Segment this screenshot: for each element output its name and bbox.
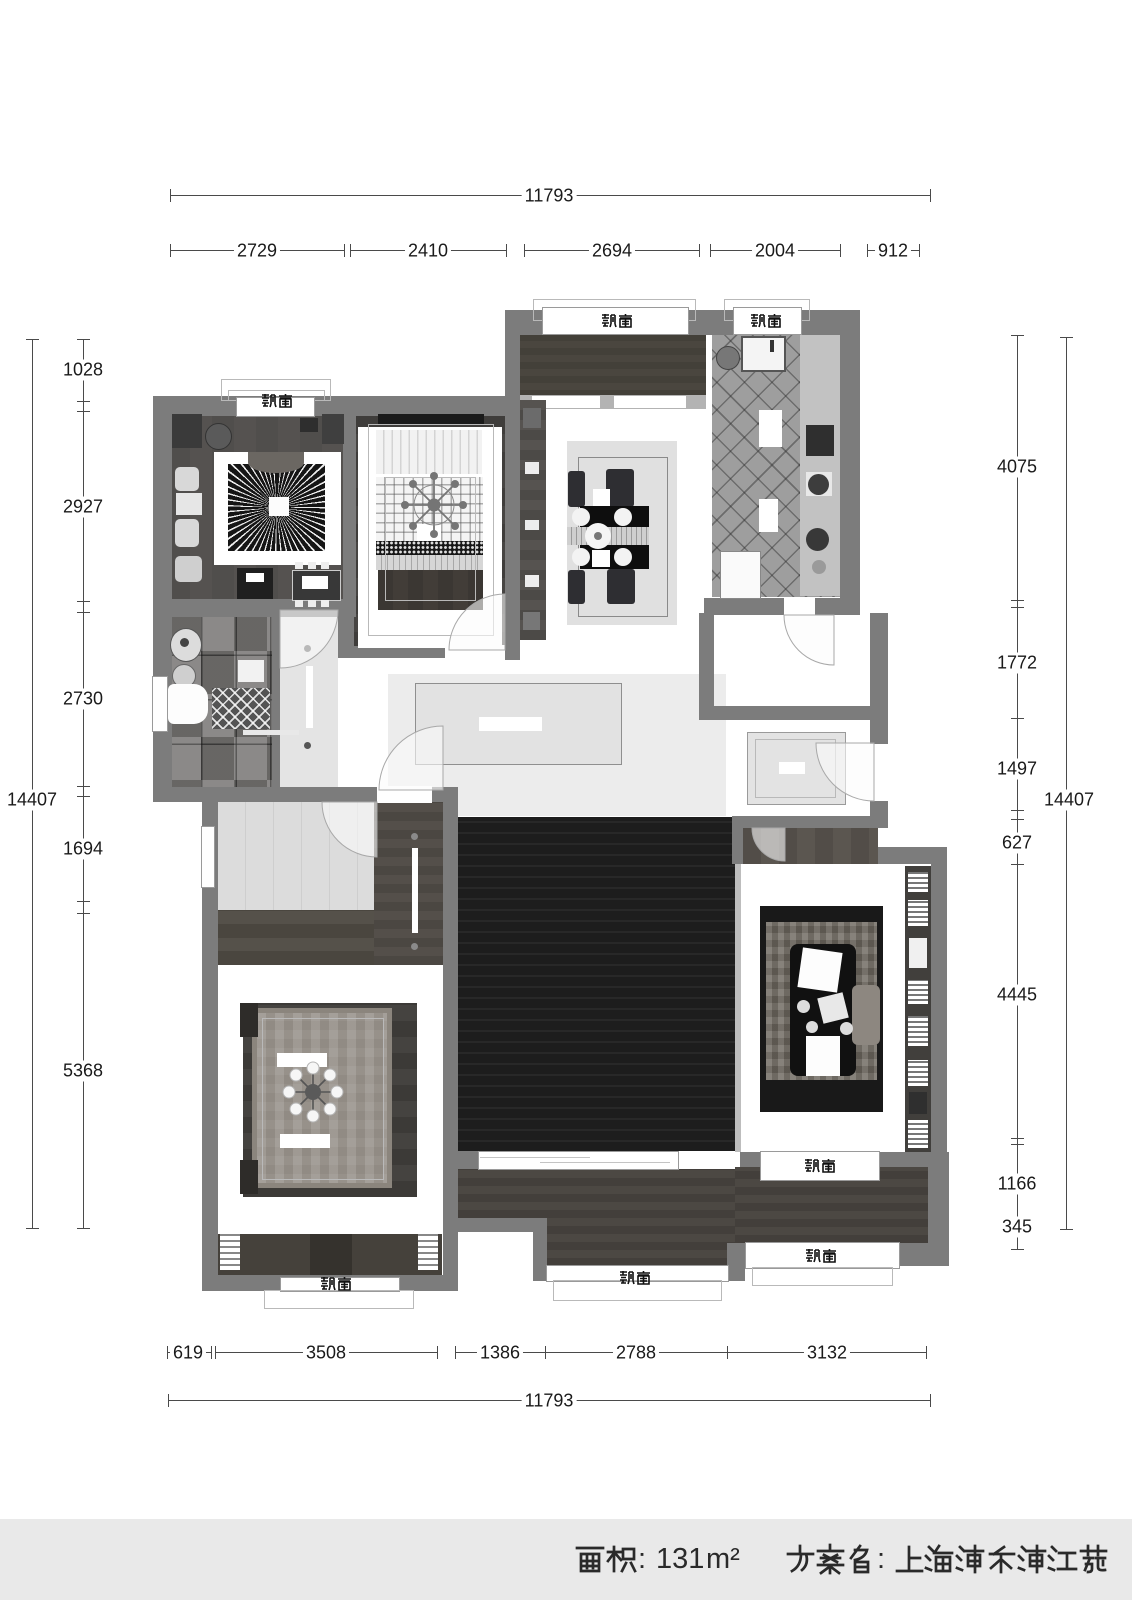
svg-text:131: 131 [656,1543,704,1575]
svg-text:m²: m² [706,1543,740,1575]
svg-text::: : [877,1543,885,1575]
svg-text::: : [638,1543,646,1575]
